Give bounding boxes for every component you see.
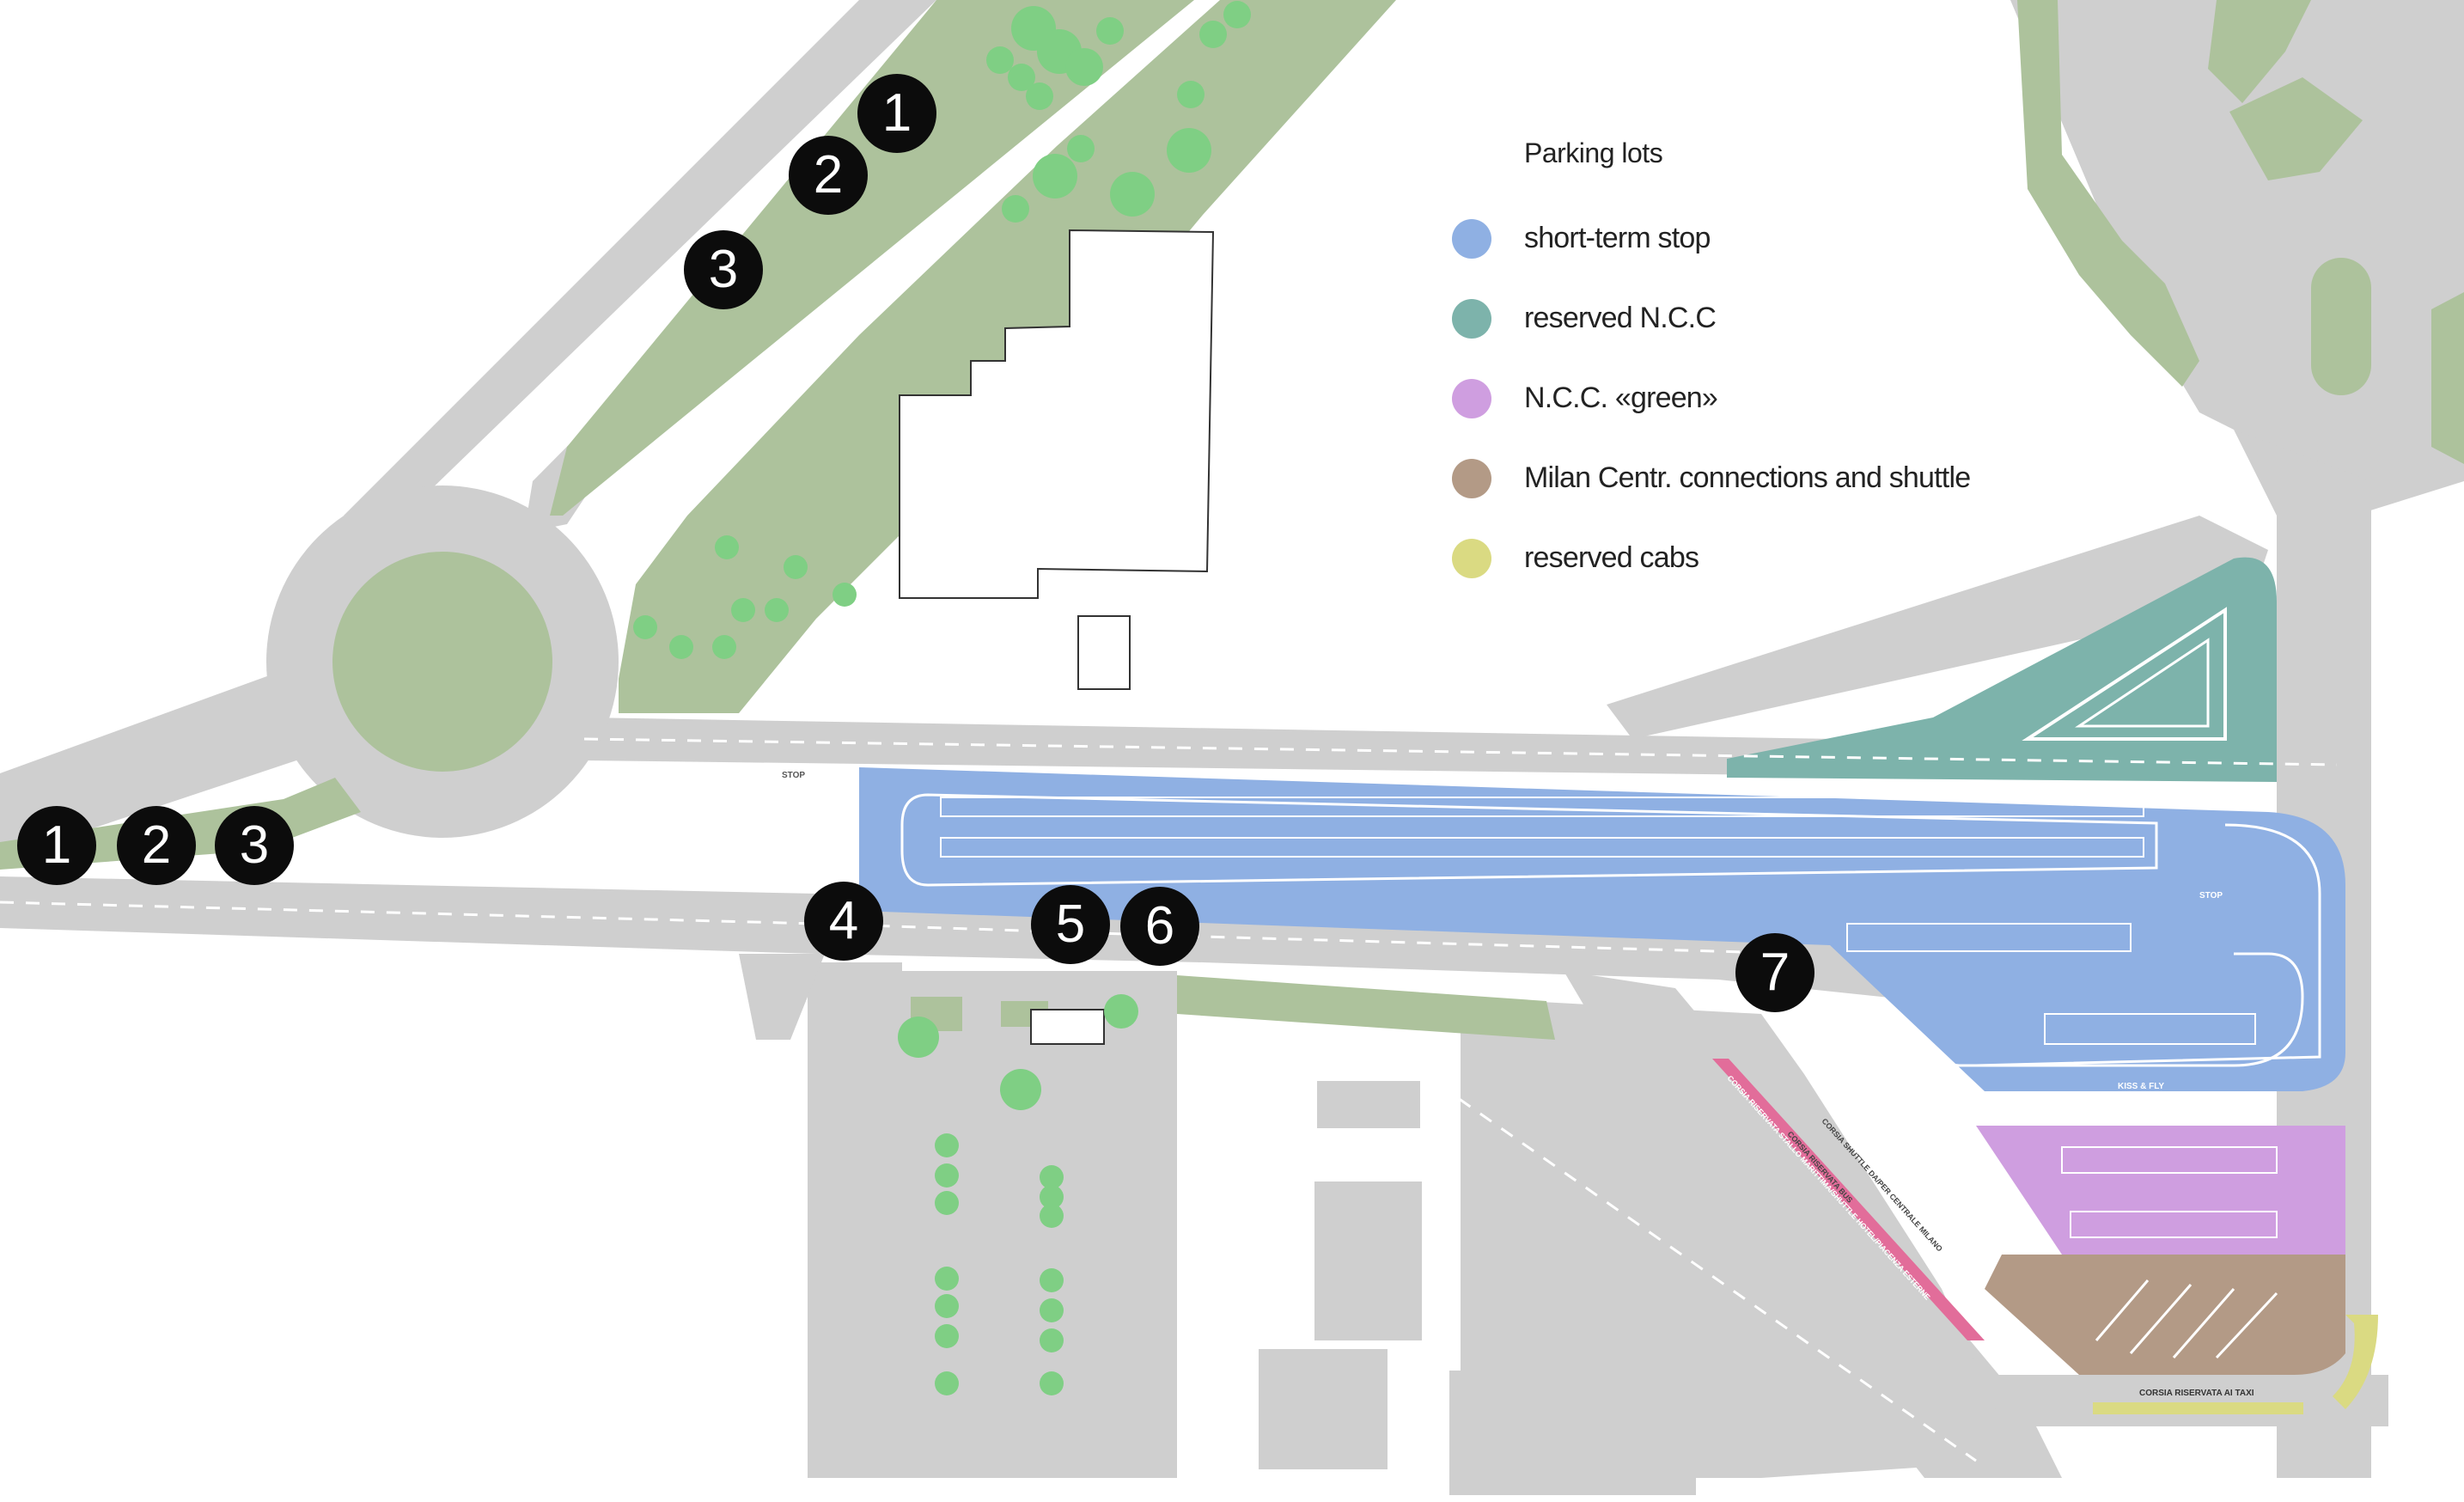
marker-north-3: 3: [684, 230, 763, 309]
marker-south-7: 7: [1735, 933, 1814, 1012]
marker-west-3: 3: [215, 806, 294, 885]
parking-lot-reserved-cabs: [2093, 1315, 2378, 1414]
kiss-fly-label: KISS & FLY: [2118, 1082, 2164, 1091]
trees: [633, 1, 1251, 1395]
legend-item-milan-connections: Milan Centr. connections and shuttle: [1452, 438, 1971, 518]
legend-swatch: [1452, 378, 1491, 418]
marker-north-2: 2: [789, 136, 868, 215]
cabs-lane-label: CORSIA RISERVATA AI TAXI: [2139, 1389, 2254, 1398]
marker-north-1: 1: [857, 74, 936, 153]
legend-label: N.C.C. «green»: [1524, 382, 1718, 414]
bus-lane-pink: [1712, 1059, 1985, 1340]
buildings: [899, 229, 1215, 1045]
legend-swatch: [1452, 298, 1491, 339]
stop-label-west: STOP: [782, 771, 805, 780]
marker-south-5: 5: [1031, 885, 1110, 964]
marker-west-1: 1: [17, 806, 96, 885]
legend-swatch: [1452, 538, 1491, 578]
parking-lot-milan-connections: [1985, 1255, 2345, 1375]
legend-item-reserved-ncc: reserved N.C.C: [1452, 278, 1970, 358]
legend: Parking lots short-term stop reserved N.…: [1452, 137, 1971, 598]
marker-south-6: 6: [1120, 887, 1199, 966]
legend-item-reserved-cabs: reserved cabs: [1452, 518, 1970, 598]
legend-swatch: [1452, 458, 1491, 498]
parking-lot-short-term: [859, 767, 2345, 1091]
legend-label: reserved cabs: [1524, 541, 1699, 574]
grey-blocks: [1259, 1081, 1696, 1495]
marker-west-2: 2: [117, 806, 196, 885]
marker-south-4: 4: [804, 882, 883, 961]
legend-label: reserved N.C.C: [1524, 302, 1717, 334]
lane-markings: [0, 737, 2338, 1462]
legend-item-ncc-green: N.C.C. «green»: [1452, 358, 1970, 438]
parking-lot-ncc-green: [1976, 1126, 2345, 1255]
legend-swatch: [1452, 218, 1491, 259]
legend-label: Milan Centr. connections and shuttle: [1524, 461, 1971, 494]
parking-lot-reserved-ncc: [1727, 557, 2277, 782]
stop-label-east: STOP: [2199, 891, 2223, 901]
legend-title: Parking lots: [1524, 137, 1663, 168]
legend-label: short-term stop: [1524, 222, 1711, 254]
legend-item-short-term: short-term stop: [1452, 198, 1970, 278]
